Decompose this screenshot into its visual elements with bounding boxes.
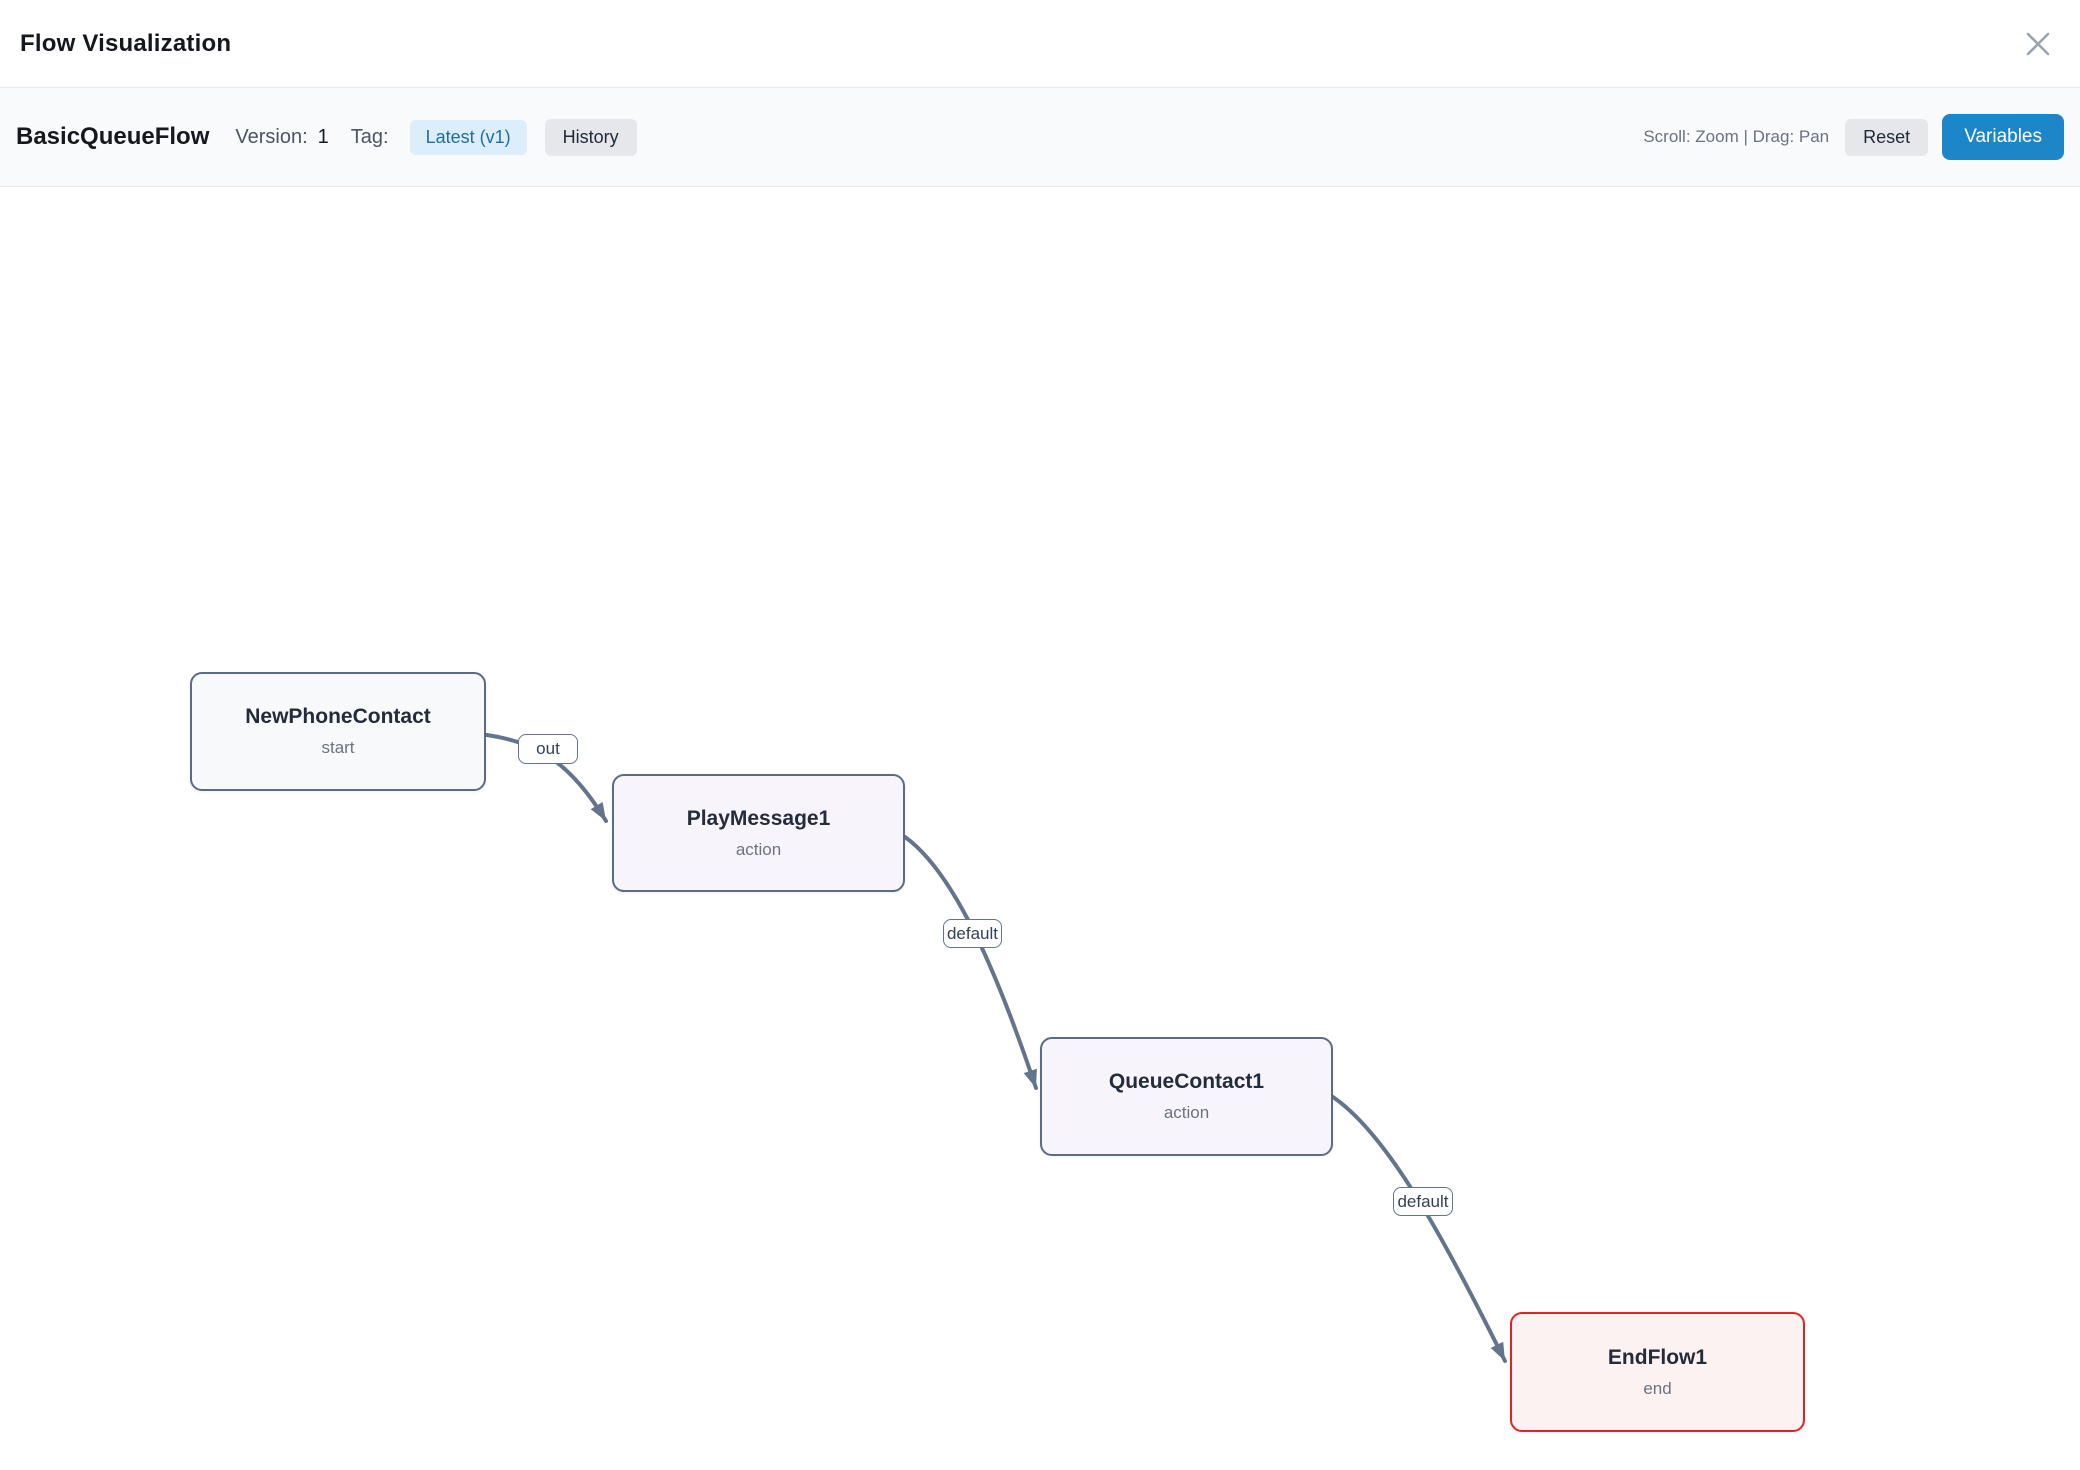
edge-label-default: default <box>1393 1187 1453 1216</box>
flow-node-queue-contact-1[interactable]: QueueContact1 action <box>1040 1037 1333 1156</box>
toolbar-left: BasicQueueFlow Version: 1 Tag: Latest (v… <box>16 118 637 156</box>
modal-title: Flow Visualization <box>20 29 232 57</box>
flow-edge-2 <box>1331 1095 1507 1363</box>
close-icon <box>2023 29 2053 59</box>
node-subtitle: action <box>735 839 782 859</box>
version-group: Version: 1 <box>235 126 328 149</box>
tag-label: Tag: <box>350 125 389 148</box>
edge-label-default: default <box>943 919 1002 948</box>
toolbar-right: Scroll: Zoom | Drag: Pan Reset Variables <box>1643 114 2064 160</box>
variables-button[interactable]: Variables <box>1942 114 2064 160</box>
node-subtitle: action <box>1163 1103 1210 1122</box>
flow-node-new-phone-contact[interactable]: NewPhoneContact start <box>190 672 486 791</box>
flow-node-play-message-1[interactable]: PlayMessage1 action <box>612 774 905 892</box>
flow-name: BasicQueueFlow <box>16 123 210 150</box>
tag-badge: Latest (v1) <box>409 119 527 155</box>
node-subtitle: end <box>1643 1378 1672 1398</box>
node-title: PlayMessage1 <box>686 806 831 830</box>
tag-group: Tag: <box>351 126 389 149</box>
edge-label-out: out <box>518 734 578 764</box>
pan-zoom-hint: Scroll: Zoom | Drag: Pan <box>1643 127 1830 146</box>
reset-button[interactable]: Reset <box>1845 118 1929 156</box>
flow-node-end-flow-1[interactable]: EndFlow1 end <box>1510 1312 1805 1432</box>
node-subtitle: start <box>321 738 355 757</box>
node-title: EndFlow1 <box>1607 1345 1708 1369</box>
close-button[interactable] <box>2020 26 2056 62</box>
version-value: 1 <box>317 125 329 148</box>
modal-header: Flow Visualization <box>0 0 2080 88</box>
flow-toolbar: BasicQueueFlow Version: 1 Tag: Latest (v… <box>0 88 2080 187</box>
node-title: QueueContact1 <box>1108 1070 1265 1093</box>
flow-edges-layer <box>485 733 1507 1363</box>
history-button[interactable]: History <box>544 118 637 156</box>
flow-edge-1 <box>903 835 1038 1090</box>
node-title: NewPhoneContact <box>245 705 431 728</box>
version-label: Version: <box>235 125 308 148</box>
